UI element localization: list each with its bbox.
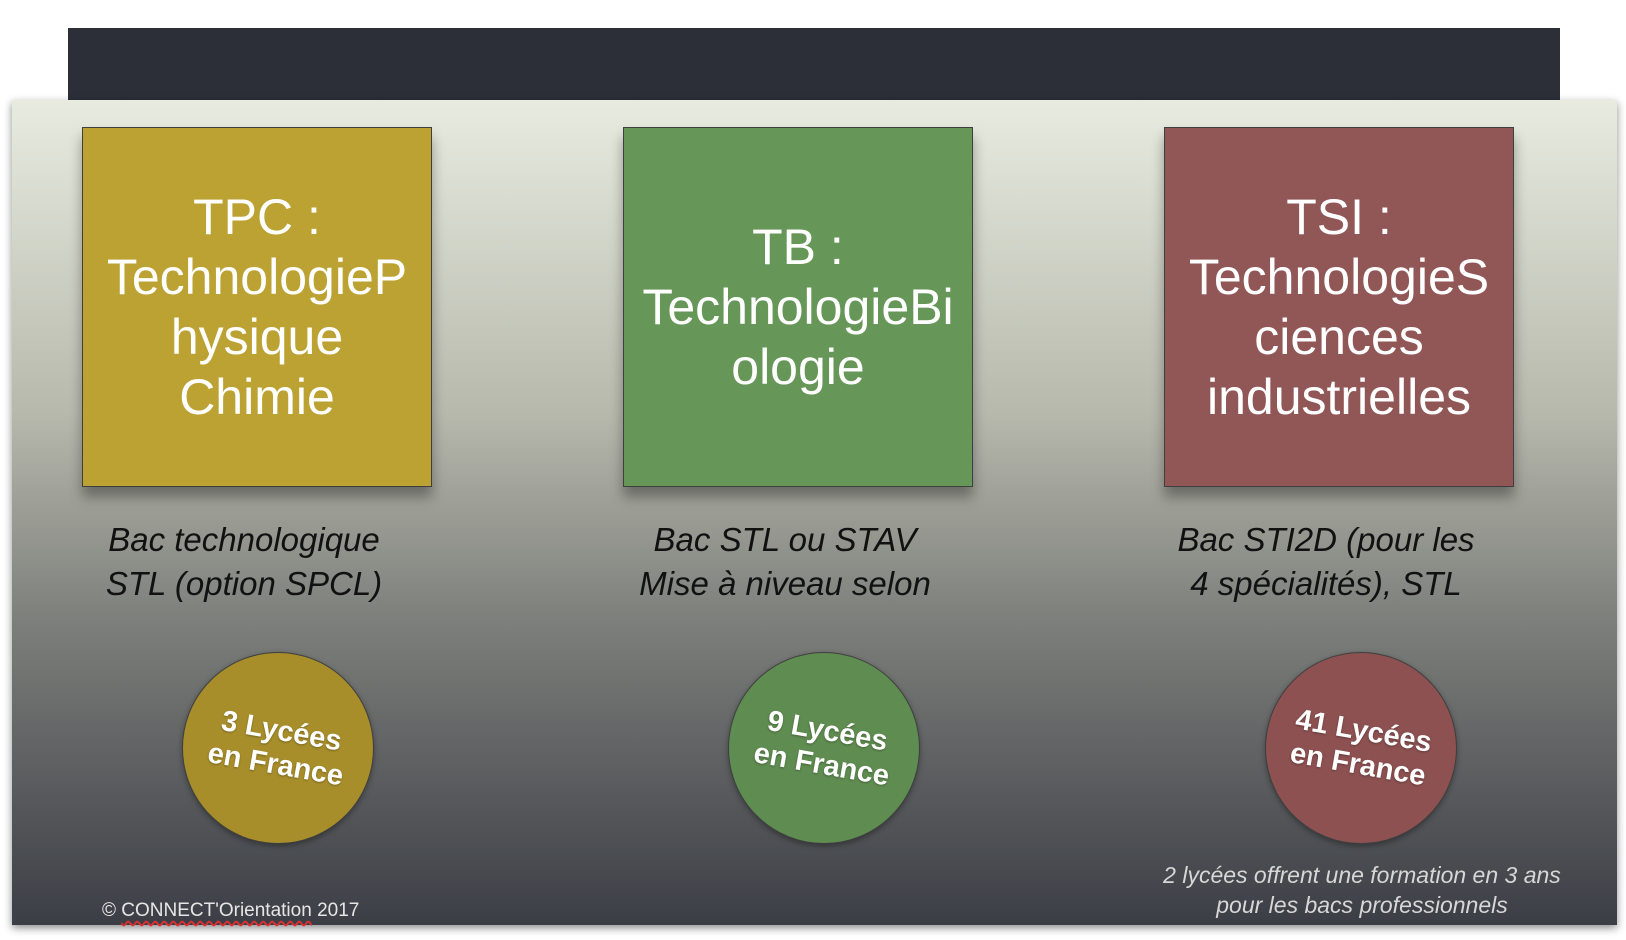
tile-tb-title: TB : TechnologieBi ologie xyxy=(642,219,954,395)
copyright-year: 2017 xyxy=(317,900,360,921)
tile-tpc: TPC : TechnologieP hysique Chimie xyxy=(82,127,432,487)
bac-tsi: Bac STI2D (pour les 4 spécialités), STL xyxy=(1177,521,1475,602)
copyright-symbol: © xyxy=(102,900,116,921)
tile-tsi-title: TSI : TechnologieS ciences industrielles xyxy=(1188,189,1490,425)
copyright: © CONNECT'Orientation 2017 xyxy=(102,900,359,922)
tile-tsi: TSI : TechnologieS ciences industrielles xyxy=(1164,127,1514,487)
lycees-count-tpc: 3 Lycées en France xyxy=(204,704,346,793)
board: TPC : TechnologieP hysique Chimie TB : T… xyxy=(12,100,1617,925)
lycees-count-tb: 9 Lycées en France xyxy=(750,704,892,793)
bac-tb: Bac STL ou STAV Mise à niveau selon xyxy=(639,521,931,602)
lycees-circle-tb: 9 Lycées en France xyxy=(728,652,920,844)
top-bar xyxy=(68,28,1560,103)
lycees-circle-tpc: 3 Lycées en France xyxy=(182,652,374,844)
bac-tpc: Bac technologique STL (option SPCL) xyxy=(105,521,383,602)
tile-tb: TB : TechnologieBi ologie xyxy=(623,127,973,487)
tile-tpc-title: TPC : TechnologieP hysique Chimie xyxy=(106,189,408,425)
lycees-count-tsi: 41 Lycées en France xyxy=(1287,703,1435,793)
tsi-note: 2 lycées offrent une formation en 3 ans … xyxy=(1163,862,1561,918)
lycees-circle-tsi: 41 Lycées en France xyxy=(1265,652,1457,844)
copyright-brand: CONNECT'Orientation xyxy=(121,900,312,921)
